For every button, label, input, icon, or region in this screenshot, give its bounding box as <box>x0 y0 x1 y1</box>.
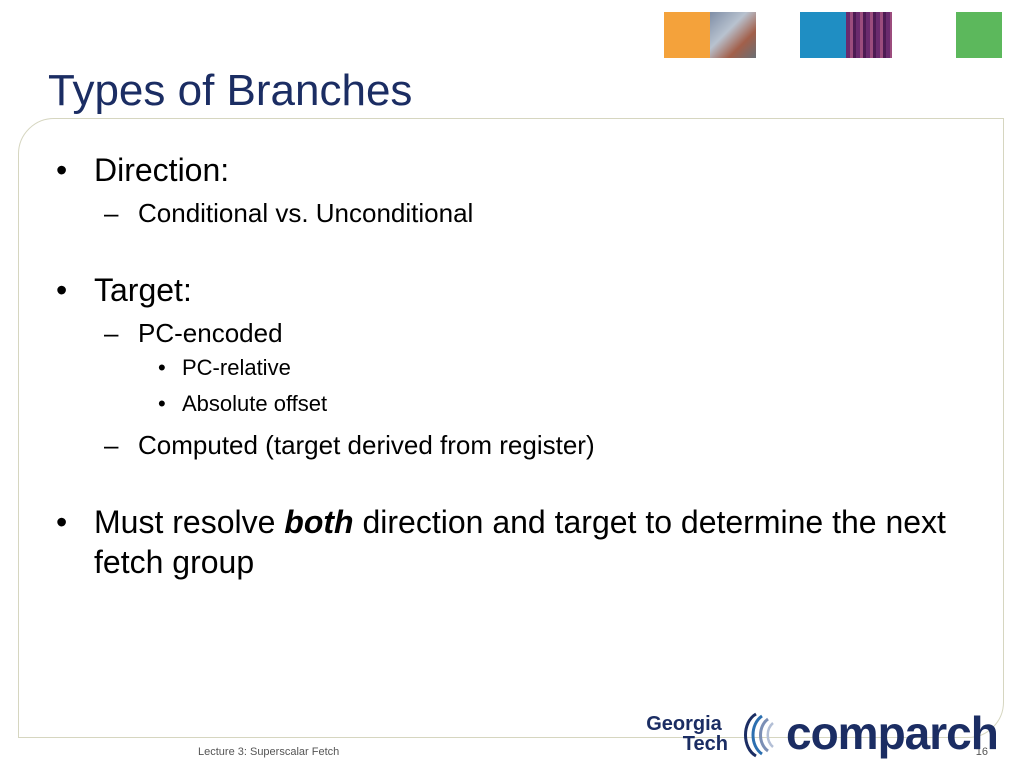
sub-sub-bullet-text: PC-relative <box>182 355 291 380</box>
header-tiles <box>664 12 1004 58</box>
sub-sub-bullet-pc-relative: • PC-relative <box>56 350 976 386</box>
georgia-tech-logo-line1: Georgia <box>646 713 722 735</box>
orange-tile <box>664 12 710 58</box>
campus-photo-tile <box>710 12 756 58</box>
sub-bullet-pc-encoded: – PC-encoded <box>56 316 976 350</box>
slide-title: Types of Branches <box>48 66 413 115</box>
bullet-text-after: direction and target to determine the ne… <box>94 504 946 580</box>
bullet-text: Target: <box>94 272 192 308</box>
dash-marker: – <box>104 198 119 228</box>
bullet-marker: • <box>56 272 68 308</box>
sub-sub-bullet-absolute-offset: • Absolute offset <box>56 386 976 422</box>
dash-marker: – <box>104 318 119 348</box>
green-tile <box>956 12 1002 58</box>
bullet-text: Direction: <box>94 152 230 188</box>
sub-sub-bullet-text: Absolute offset <box>182 391 328 416</box>
georgia-tech-logo-line2: Tech <box>682 733 728 755</box>
bullet-text-before: Must resolve <box>94 504 285 540</box>
footer-text: Lecture 3: Superscalar Fetch <box>198 746 340 758</box>
bullet-direction: • Direction: <box>56 150 976 190</box>
comparch-emblem-icon <box>744 712 774 758</box>
bullet-marker: • <box>56 152 68 188</box>
content-frame <box>18 118 1004 738</box>
sub-bullet-text: Conditional vs. Unconditional <box>138 198 474 228</box>
georgia-tech-logo: Georgia Tech <box>636 714 732 754</box>
emphasis-text: both <box>284 504 354 540</box>
sub-bullet-text: Computed (target derived from register) <box>138 430 595 460</box>
footer-logos: Georgia Tech comparch <box>630 706 999 764</box>
slide-content: • Direction: – Conditional vs. Unconditi… <box>56 150 976 582</box>
bullet-marker: • <box>158 391 166 416</box>
sub-bullet-conditional: – Conditional vs. Unconditional <box>56 196 976 230</box>
sub-bullet-text: PC-encoded <box>138 318 283 348</box>
comparch-logo: comparch <box>786 707 999 759</box>
blue-tile <box>800 12 846 58</box>
bullet-target: • Target: <box>56 270 976 310</box>
chip-photo-tile <box>846 12 892 58</box>
bullet-marker: • <box>56 504 68 540</box>
bullet-must-resolve: • Must resolve both direction and target… <box>56 502 976 582</box>
sub-bullet-computed: – Computed (target derived from register… <box>56 428 976 462</box>
dash-marker: – <box>104 430 119 460</box>
bullet-marker: • <box>158 355 166 380</box>
slide-number: 16 <box>975 746 988 758</box>
